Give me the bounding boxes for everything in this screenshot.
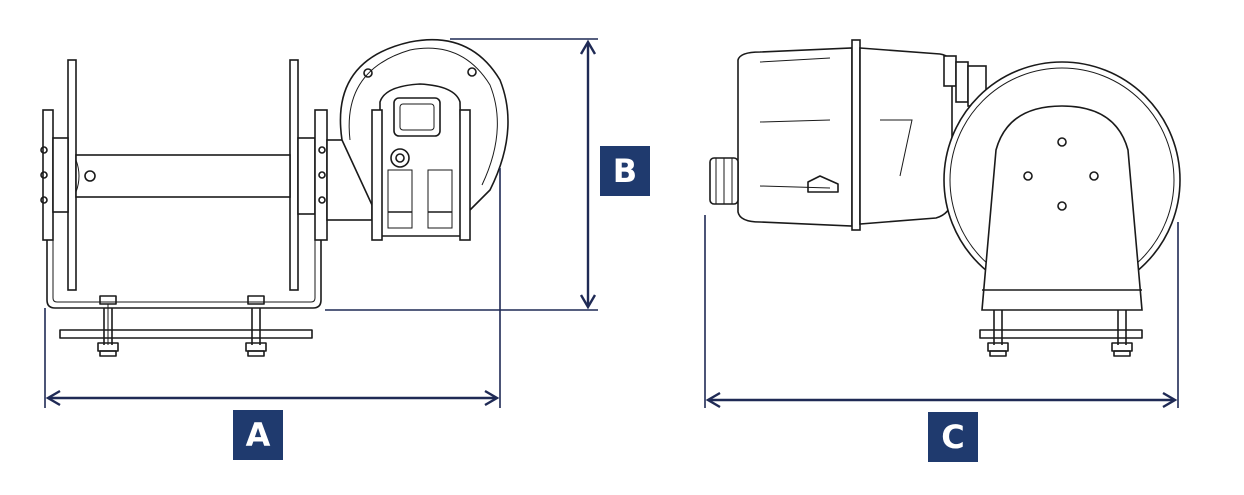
dimension-b [325, 38, 598, 311]
gear-housing [859, 47, 953, 225]
drum-barrel [75, 154, 291, 198]
label-c: C [941, 418, 965, 456]
side-view-winch [40, 38, 509, 357]
base-plate [59, 329, 313, 339]
label-c-badge: C [928, 412, 978, 462]
right-flange [289, 59, 299, 291]
end-plate [981, 105, 1143, 311]
label-a: A [245, 416, 271, 454]
dimension-c [704, 215, 1179, 409]
label-b-badge: B [600, 146, 650, 196]
label-a-badge: A [233, 410, 283, 460]
left-flange [67, 59, 77, 291]
label-b: B [612, 152, 638, 190]
side-bracket [46, 130, 322, 309]
base-bolts [97, 295, 267, 357]
front-view-winch [709, 39, 1181, 357]
motor-body [737, 47, 853, 227]
dimension-a [44, 168, 501, 408]
